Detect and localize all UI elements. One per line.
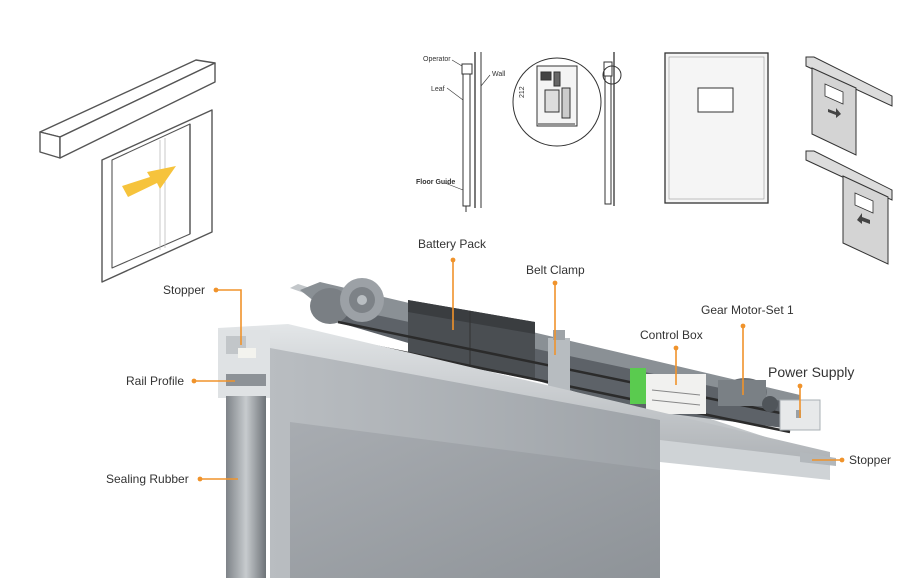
small-door-upper	[805, 56, 893, 156]
stopper-right-label: Stopper	[849, 453, 892, 467]
rail-profile	[226, 374, 266, 386]
callout-lines	[194, 260, 842, 480]
arrow-icon	[122, 166, 176, 197]
rail-profile-label: Rail Profile	[126, 374, 185, 388]
sealing-rubber-label: Sealing Rubber	[106, 472, 189, 486]
stopper-left	[238, 348, 256, 358]
leaf-note: Leaf	[431, 86, 445, 93]
gear-motor-label: Gear Motor-Set 1	[701, 303, 794, 317]
pulley	[310, 278, 384, 324]
sealing-rubber	[226, 396, 266, 578]
gear-motor	[718, 378, 778, 412]
wall-note: Wall	[492, 71, 506, 78]
dimension-note: 212	[519, 86, 526, 98]
detail-circle	[512, 57, 602, 147]
operator-note: Operator	[423, 56, 451, 63]
battery-pack-label: Battery Pack	[418, 237, 487, 251]
floor-guide-note: Floor Guide	[416, 179, 456, 186]
stopper-left-label: Stopper	[163, 283, 206, 297]
side-profile	[602, 52, 622, 206]
operator-assembly	[218, 278, 836, 578]
power-supply-label: Power Supply	[768, 364, 855, 380]
small-door-lower	[805, 150, 893, 265]
door-elevation	[664, 52, 769, 204]
belt-clamp-label: Belt Clamp	[526, 263, 585, 277]
callout-dots	[191, 257, 845, 482]
section-drawing	[444, 52, 491, 212]
stopper-right	[800, 452, 836, 466]
door-glass	[290, 422, 660, 578]
door-sketch	[39, 59, 216, 283]
control-box-label: Control Box	[640, 328, 703, 342]
